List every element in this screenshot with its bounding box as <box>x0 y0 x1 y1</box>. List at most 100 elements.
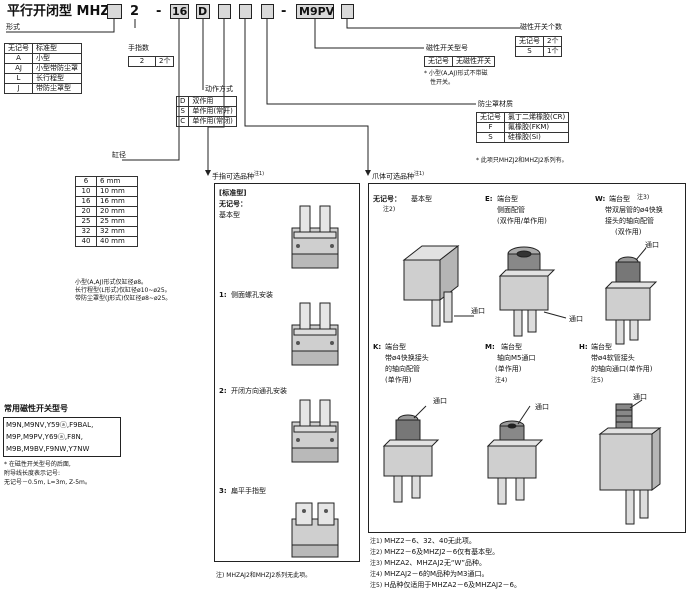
action-code-box <box>196 4 210 19</box>
action-title: 动作方式 <box>205 85 233 93</box>
port-label: 通口 <box>471 307 485 315</box>
bore-code: 16 <box>172 5 188 18</box>
body-option-line: 接头的轴向配管 <box>605 217 654 225</box>
action-code: D <box>198 5 208 18</box>
dust-desc: 硅橡胶(Si) <box>503 132 570 143</box>
finger-option-desc: 侧面螺孔安装 <box>231 291 273 299</box>
port-label: 通口 <box>633 393 647 401</box>
switch-model-title: 磁性开关型号 <box>426 44 468 52</box>
common-switch-line: M9P,M9PV,Y69ⓐ,F8N, <box>6 433 84 441</box>
body-options-note: 注2) MHZ2－6及MHZJ2－6仅有基本型。 <box>370 548 500 556</box>
switch-model-desc: 无磁性开关 <box>452 56 495 67</box>
fingers-desc: 2个 <box>154 56 175 67</box>
body-option-line: (单作用) <box>385 376 412 384</box>
switch-code-box <box>296 4 334 19</box>
dust-cover-box <box>261 4 274 19</box>
finger-count-code: 2 <box>130 4 140 19</box>
finger-option-label: 2: <box>219 387 227 395</box>
switch-model-note: 性开关。 <box>430 79 455 86</box>
common-switch-note: * 在磁性开关型号的后面, <box>4 461 71 468</box>
body-option-line: 的轴向配管 <box>385 365 420 373</box>
body-options-note: 注3) MHZA2、MHZAJ2无“W”品种。 <box>370 559 487 567</box>
body-option-code: E: <box>485 195 493 203</box>
body-option-note: 注5) <box>591 377 604 384</box>
switch-model-note: * 小型(A,AJ)形式不带磁 <box>424 70 488 77</box>
body-option-line: 带双层管的ø4快换 <box>605 206 663 214</box>
finger-option-label: [标准型] <box>219 189 247 197</box>
body-options-note: 注4) MHZAJ2－6的M品种为M3通口。 <box>370 570 489 578</box>
common-switches-title: 常用磁性开关型号 <box>4 404 68 413</box>
body-option-line: 端台型 <box>497 195 518 203</box>
action-desc: 单作用(常闭) <box>188 116 237 127</box>
switch-model-table: 无记号无磁性开关 <box>424 56 495 67</box>
finger-option-desc: 扁平手指型 <box>231 487 266 495</box>
bore-note: 带防尘罩型(J形式)仅缸径ø8~ø25。 <box>75 295 172 302</box>
body-option-line: (单作用) <box>495 365 522 373</box>
finger-option-label: 无记号： <box>219 200 247 208</box>
bore-code-box <box>170 4 189 19</box>
finger-option-label: 1: <box>219 291 227 299</box>
switch-count-title: 磁性开关个数 <box>520 23 562 31</box>
body-option-line: 端台型 <box>591 343 612 351</box>
form-title: 形式 <box>6 23 20 31</box>
dust-note: * 此项只MHZJ2和MHZJ2系列有。 <box>476 157 568 164</box>
body-option-line: 带ø4快换接头 <box>385 354 429 362</box>
finger-options-title: 手指可选品种注1) <box>212 171 265 181</box>
body-options-note: 注1) MHZ2－6、32、40无此项。 <box>370 537 476 545</box>
port-label: 通口 <box>433 397 447 405</box>
body-option-code: W: <box>595 195 606 203</box>
bore-size: 40 mm <box>96 236 138 247</box>
model-prefix: 平行开闭型 MHZ <box>7 4 110 19</box>
dash: - <box>156 4 162 19</box>
finger-option-label: 3: <box>219 487 227 495</box>
body-option-line: 基本型 <box>411 195 432 203</box>
body-option-code: 无记号： <box>373 195 401 203</box>
body-option-line: (双作用/单作用) <box>497 217 547 225</box>
port-label: 通口 <box>569 315 583 323</box>
finger-options-panel: [标准型] 无记号： 基本型 1: 侧面螺孔安装 2: 开闭方向通孔安装 3: … <box>214 183 360 562</box>
common-switches-box: M9N,M9NV,Y59ⓐ,F9BAL, M9P,M9PV,Y69ⓐ,F8N, … <box>3 417 121 457</box>
body-option-line: 端台型 <box>385 343 406 351</box>
common-switch-note: 附导线长度表示记号: <box>4 470 61 477</box>
body-option-line: (双作用) <box>615 228 642 236</box>
finger-option-desc: 开闭方向通孔安装 <box>231 387 287 395</box>
body-option-note: 注4) <box>495 377 508 384</box>
switch-code: M9PV <box>299 5 335 18</box>
dust-title: 防尘罩材质 <box>478 100 513 108</box>
bore-note: 长行程型(L形式)仅缸径ø10~ø25。 <box>75 287 171 294</box>
body-options-panel: 无记号： 基本型 注2) E: 端台型 侧面配管 (双作用/单作用) W: 端台… <box>368 183 686 533</box>
body-option-line: 的轴向通口(单作用) <box>591 365 653 373</box>
form-code-box <box>107 4 122 19</box>
fingers-title: 手指数 <box>128 44 149 52</box>
action-code: C <box>175 116 190 127</box>
switch-count-desc: 1个 <box>542 46 563 57</box>
body-option-line: 轴向M5通口 <box>497 354 536 362</box>
body-option-note: 注2) <box>383 206 396 213</box>
finger-options-footnote: 注) MHZAJ2和MHZJ2系列无此项。 <box>216 572 312 579</box>
common-switch-line: M9N,M9NV,Y59ⓐ,F9BAL, <box>6 421 94 429</box>
dash: - <box>281 4 287 19</box>
body-option-line: 端台型 <box>501 343 522 351</box>
body-option-line: 端台型 <box>609 195 630 203</box>
body-options-title: 爪体可选品种注1) <box>372 171 425 181</box>
bore-title: 缸径 <box>112 151 126 159</box>
finger-option-desc: 基本型 <box>219 211 240 219</box>
common-switch-line: M9B,M9BV,F9NW,Y7NW <box>6 445 90 453</box>
bore-note: 小型(A,AJ)形式仅缸径ø8。 <box>75 279 148 286</box>
finger-option-box <box>218 4 231 19</box>
body-options-note: 注5) H品种仅适用于MHZA2－6及MHZAJ2－6。 <box>370 581 522 589</box>
form-name: 带防尘罩型 <box>32 83 82 94</box>
body-option-code: M: <box>485 343 495 351</box>
body-option-note: 注3) <box>637 194 650 201</box>
common-switch-note: 无记号－0.5m, L=3m, Z-5m。 <box>4 479 91 486</box>
body-option-box <box>239 4 252 19</box>
